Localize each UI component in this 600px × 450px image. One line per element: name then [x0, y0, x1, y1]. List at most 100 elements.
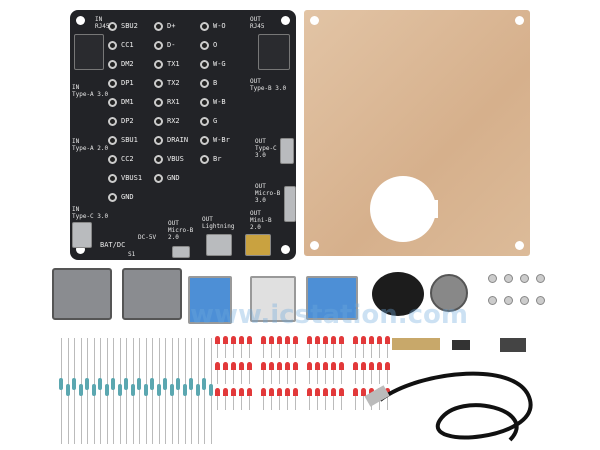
red-led: [215, 362, 220, 370]
pin-label: TX1: [166, 60, 181, 68]
led-lead: [263, 344, 264, 358]
red-led: [285, 336, 290, 344]
red-led: [293, 336, 298, 344]
resistor: [163, 378, 167, 390]
pin-pad: [108, 117, 117, 126]
led-lead: [325, 344, 326, 358]
led-lead: [241, 370, 242, 384]
rj45-jack: [122, 268, 182, 320]
mount-hole: [76, 16, 85, 25]
minib-port: [245, 234, 271, 256]
led-lead: [363, 396, 364, 410]
label-dc5v: DC-5V: [138, 234, 157, 241]
pin-pad: [200, 155, 209, 164]
pin-label: CC2: [120, 155, 135, 163]
screw: [488, 296, 497, 305]
led-lead: [325, 370, 326, 384]
red-led: [277, 388, 282, 396]
red-led: [269, 362, 274, 370]
resistor: [72, 378, 76, 390]
led-lead: [271, 370, 272, 384]
red-led: [285, 362, 290, 370]
resistor-lead: [74, 338, 75, 444]
mount-hole: [310, 16, 319, 25]
led-lead: [263, 370, 264, 384]
led-lead: [279, 344, 280, 358]
led-lead: [341, 344, 342, 358]
resistor: [195, 384, 200, 396]
led-lead: [249, 396, 250, 410]
led-lead: [379, 370, 380, 384]
led-lead: [387, 344, 388, 358]
resistor: [117, 384, 122, 396]
resistor: [182, 384, 187, 396]
red-led: [239, 388, 244, 396]
red-led: [223, 388, 228, 396]
led-lead: [309, 370, 310, 384]
pin-label: DP2: [120, 117, 135, 125]
red-led: [261, 336, 266, 344]
rj45-jack: [52, 268, 112, 320]
red-led: [377, 336, 382, 344]
pin-label: B: [212, 79, 219, 87]
led-lead: [379, 396, 380, 410]
resistor-lead: [100, 338, 101, 444]
pin-pad: [108, 60, 117, 69]
red-led: [377, 362, 382, 370]
resistor-lead: [61, 338, 62, 444]
led-lead: [287, 344, 288, 358]
red-led: [247, 336, 252, 344]
pin-pad: [154, 98, 163, 107]
led-lead: [333, 370, 334, 384]
pin-pad: [154, 155, 163, 164]
pin-label: VBUS1: [120, 174, 144, 182]
screw: [504, 274, 513, 283]
battery-holder: [372, 272, 424, 316]
led-lead: [217, 396, 218, 410]
red-led: [361, 336, 366, 344]
red-led: [261, 362, 266, 370]
pin-pad: [200, 79, 209, 88]
led-lead: [217, 344, 218, 358]
pin-pad: [200, 98, 209, 107]
pin-pad: [154, 41, 163, 50]
pin-pad: [200, 41, 209, 50]
led-lead: [287, 396, 288, 410]
cutout-notch: [424, 200, 438, 218]
red-led: [369, 362, 374, 370]
crystal: [452, 340, 470, 350]
red-led: [385, 362, 390, 370]
typec-in-port: [72, 222, 92, 248]
resistor: [65, 384, 70, 396]
red-led: [339, 362, 344, 370]
led-lead: [317, 344, 318, 358]
red-led: [223, 336, 228, 344]
red-led: [353, 388, 358, 396]
mount-hole: [76, 245, 85, 254]
label-in-rj45: IN RJ45: [95, 16, 110, 30]
resistor: [130, 384, 135, 396]
red-led: [385, 388, 390, 396]
pin-label: W-Br: [212, 136, 231, 144]
pin-pad: [154, 79, 163, 88]
mount-hole: [515, 16, 524, 25]
label-bat-dc: BAT/DC: [100, 241, 126, 249]
screw: [504, 296, 513, 305]
resistor-lead: [139, 338, 140, 444]
label-out-typec3: OUT Type-C 3.0: [255, 138, 277, 159]
microb2-port: [172, 246, 190, 258]
screw: [536, 274, 545, 283]
led-lead: [233, 370, 234, 384]
red-led: [369, 388, 374, 396]
resistor: [208, 384, 213, 396]
led-lead: [317, 396, 318, 410]
pin-label: RX2: [166, 117, 181, 125]
red-led: [261, 388, 266, 396]
resistor: [202, 378, 206, 390]
resistor-lead: [165, 338, 166, 444]
pin-pad: [154, 60, 163, 69]
usb-a2-connector: [250, 276, 296, 322]
red-led: [231, 362, 236, 370]
resistor-lead: [191, 338, 192, 444]
pin-label: GND: [166, 174, 181, 182]
